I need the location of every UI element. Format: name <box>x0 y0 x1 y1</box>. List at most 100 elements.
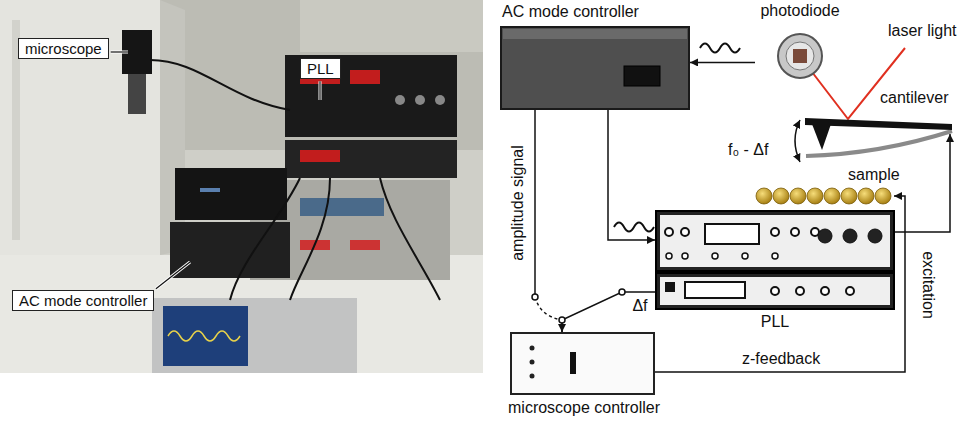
photodiode-body <box>778 34 822 78</box>
signal-label: z-feedback <box>742 350 820 368</box>
pll-connector <box>868 229 882 243</box>
pll-photo <box>300 150 340 162</box>
controller-housing <box>501 27 689 109</box>
laser-beam <box>812 48 905 119</box>
beam-label: laser light <box>888 22 956 40</box>
connector-line <box>535 297 562 320</box>
signal-label: Δf <box>632 297 647 315</box>
switch-contact <box>619 289 625 295</box>
sample-beads <box>790 188 806 204</box>
cables <box>380 178 440 300</box>
photo-background <box>160 0 483 150</box>
part-label: sample <box>848 166 900 184</box>
pll-units <box>655 210 895 310</box>
indicator-dot <box>530 346 535 351</box>
pll-knob <box>682 253 688 259</box>
pll-knob <box>821 287 829 295</box>
sample-beads <box>875 188 891 204</box>
connector <box>562 292 655 332</box>
part-label: cantilever <box>880 89 948 107</box>
sample-beads <box>841 188 857 204</box>
pll-photo <box>395 95 405 105</box>
pll-knob <box>681 228 689 236</box>
pll-switch <box>665 282 675 292</box>
callout-text: microscope <box>25 40 102 57</box>
photo-background <box>0 0 160 255</box>
cables <box>230 178 300 300</box>
pll-box: PLL <box>655 210 895 310</box>
cables <box>150 60 440 300</box>
pll-photo <box>285 140 457 178</box>
sample-beads <box>773 188 789 204</box>
unit-label: PLL <box>655 313 895 331</box>
cantilever-drawing <box>812 124 831 150</box>
pll-knob <box>771 287 779 295</box>
sample-beads <box>858 188 874 204</box>
connector-line <box>690 62 755 64</box>
oscilloscope-photo <box>152 298 357 373</box>
switch-contact <box>532 294 538 300</box>
display-window <box>624 66 660 86</box>
connector <box>690 62 755 63</box>
photo-background <box>300 0 483 52</box>
pll-connector <box>843 229 857 243</box>
microscope-photo <box>128 74 146 114</box>
controller-panel <box>500 26 690 110</box>
cables <box>150 60 290 110</box>
leader-line-halo <box>111 51 128 54</box>
pll-photo <box>350 70 380 84</box>
pll-display <box>685 282 745 298</box>
pll-knob <box>666 253 672 259</box>
oscilloscope-photo <box>163 306 248 366</box>
excitation-wire <box>895 134 950 232</box>
photodiode-chip <box>793 49 807 63</box>
pll-knob <box>791 228 799 236</box>
leader-line-halo <box>319 81 322 100</box>
controller-box: AC mode controller <box>500 26 690 110</box>
component-label: photodiode <box>755 2 845 20</box>
pll-knob <box>771 228 779 236</box>
pll-front <box>660 215 890 267</box>
controller-panel <box>510 332 655 395</box>
indicator-dot <box>530 360 535 365</box>
connector-line <box>562 292 655 332</box>
pll-photo <box>435 95 445 105</box>
controller-heading: AC mode controller <box>502 3 639 21</box>
controller-box: microscope controller <box>510 332 655 395</box>
photo-callout: AC mode controller <box>12 290 154 311</box>
instrument-photo <box>300 198 384 216</box>
z-feedback-wire <box>655 196 905 372</box>
connector-line <box>534 110 536 297</box>
pll-knob <box>772 253 778 259</box>
pll-display <box>705 224 759 244</box>
pll-knob <box>742 253 748 259</box>
cantilever-drawing <box>805 118 952 156</box>
pll-knob <box>665 228 673 236</box>
leader-line-halo <box>156 262 190 289</box>
cantilever-drawing <box>806 131 952 156</box>
photo-background <box>0 0 483 373</box>
connector <box>608 110 655 240</box>
photo-callout: PLL <box>300 58 341 79</box>
cables <box>290 178 330 300</box>
sample-beads <box>756 188 772 204</box>
photo-background <box>0 0 483 373</box>
ac-controller-photo <box>170 222 290 278</box>
oscilloscope-photo <box>152 298 357 373</box>
ac-controller-photo <box>200 188 220 192</box>
sine-wave <box>614 223 654 232</box>
pll-unit <box>656 273 894 309</box>
pll-unit <box>656 211 894 271</box>
sample-beads <box>807 188 823 204</box>
pll-front <box>660 277 890 305</box>
connector <box>535 110 562 332</box>
controller-heading: microscope controller <box>508 399 660 417</box>
callout-text: PLL <box>307 60 334 77</box>
pll-photo <box>285 55 457 178</box>
sample-beads <box>756 188 891 204</box>
instrument-photo <box>350 240 380 250</box>
switch-pivot <box>559 317 565 323</box>
pll-photo <box>415 95 425 105</box>
indicator-dot <box>530 374 535 379</box>
